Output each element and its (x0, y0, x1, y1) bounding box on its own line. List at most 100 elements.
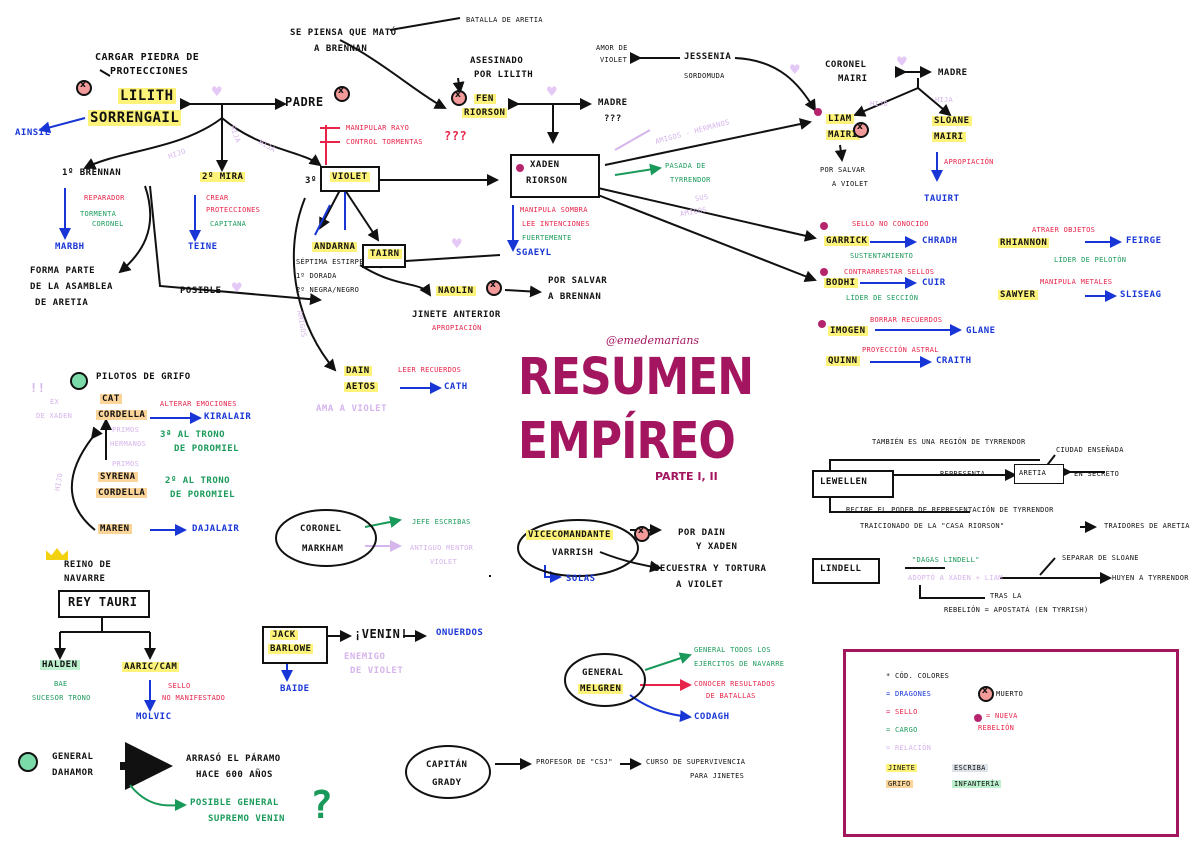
cargo-label: DE POROMIEL (174, 444, 240, 454)
seal-label: CONOCER RESULTADOS (694, 680, 776, 688)
skull-icon (486, 280, 502, 296)
node-tairn-box: TAIRN (362, 244, 406, 268)
legend-jinete: JINETE (886, 764, 918, 773)
node-maren: MAREN (98, 524, 132, 535)
node-venin: ¡VENIN! (354, 627, 409, 641)
rebellion-dot (814, 108, 822, 116)
skull-icon (76, 80, 92, 96)
node-halden: HALDEN (40, 660, 80, 671)
cargo-label: SUPREMO VENIN (208, 814, 285, 824)
node-text: ARRASÓ EL PÁRAMO (186, 754, 281, 764)
legend-escriba: ESCRIBA (952, 764, 988, 773)
node-text: A BRENNAN (314, 44, 368, 54)
seal-label: CONTRARRESTAR SELLOS (844, 268, 935, 276)
legend-dragones: = DRAGONES (886, 690, 932, 698)
node-padre: PADRE (285, 95, 324, 109)
node-text: HACE 600 AÑOS (196, 770, 273, 780)
legend-nueva: = NUEVA (986, 712, 1018, 720)
cargo-label: "DAGAS LINDELL" (912, 556, 980, 564)
node-text: POR SALVAR (820, 166, 866, 174)
seal-label: MANIPULA METALES (1040, 278, 1113, 286)
node-sloane: SLOANE (932, 116, 972, 127)
relation-label: ANTIGUO MENTOR (410, 544, 474, 552)
node-lilith: LILITH (118, 88, 176, 105)
node-text: TRAS LA (990, 592, 1022, 600)
node-text: Y XADEN (696, 542, 738, 552)
color-legend: * CÓD. COLORES = DRAGONES = SELLO = CARG… (843, 649, 1179, 837)
dragon-label: FEIRGE (1126, 236, 1162, 246)
cargo-label: PASADA DE (665, 162, 706, 170)
node-text: REBELIÓN = APOSTATÁ (EN TYRRISH) (944, 606, 1089, 614)
cargo-label: 2º AL TRONO (165, 476, 231, 486)
heart-icon: ♥ (790, 60, 800, 79)
relation-label: DE XADEN (36, 412, 73, 420)
node-text: POSIBLE (180, 286, 222, 296)
legend-nueva-rebelion: REBELIÓN (978, 724, 1015, 732)
dragon-label: SLISEAG (1120, 290, 1162, 300)
node-sorrengail: SORRENGAIL (88, 110, 182, 127)
seal-label: PROYECCIÓN ASTRAL (862, 346, 939, 354)
relation-label: ENEMIGO (344, 652, 386, 662)
node-cat: CAT (100, 394, 122, 405)
seal-label: PROTECCIONES (206, 206, 261, 214)
node-text: POR SALVAR (548, 276, 608, 286)
node-text: CIUDAD ENSEÑADA (1056, 446, 1124, 454)
node-text: ??? (604, 114, 622, 124)
legend-muerto: MUERTO (996, 690, 1024, 698)
node-quinn: QUINN (826, 356, 860, 367)
seal-label: SELLO NO CONOCIDO (852, 220, 929, 228)
dragon-label: CODAGH (694, 712, 730, 722)
dragon-label: TEINE (188, 242, 218, 252)
seal-label: APROPIACIÓN (432, 324, 482, 332)
page-title-line1: RESUMEN (518, 348, 754, 407)
cargo-label: DE POROMIEL (170, 490, 236, 500)
section-title: NAVARRE (64, 574, 106, 584)
node-text: CURSO DE SUPERVIVENCIA (646, 758, 746, 766)
node-fen: FEN (474, 94, 496, 105)
node-text: A VIOLET (676, 580, 724, 590)
node-text: TRAICIONADO DE LA "CASA RIORSON" (860, 522, 1005, 530)
node-naolin: NAOLIN (436, 286, 476, 297)
skull-icon (853, 122, 869, 138)
skull-icon (451, 90, 467, 106)
cargo-label: CAPITANA (210, 220, 247, 228)
cargo-label: FUERTEMENTE (522, 234, 572, 242)
relation-label: AMA A VIOLET (316, 404, 388, 414)
question-marks: ??? (444, 129, 468, 143)
legend-cargo: = CARGO (886, 726, 918, 734)
relation-label: EX (50, 398, 60, 406)
dragon-label: CATH (444, 382, 468, 392)
node-text: ASESINADO (470, 56, 524, 66)
relation-label: PRIMOS (112, 460, 140, 468)
node-tairn: TAIRN (368, 249, 402, 260)
node-imogen: IMOGEN (828, 326, 868, 337)
node-xaden-riorson: RIORSON (526, 176, 568, 186)
node-aretia-box: ARETIA (1014, 464, 1064, 484)
rebellion-dot (820, 222, 828, 230)
node-fen-riorson: RIORSON (462, 108, 508, 119)
node-text: RECIBE EL PODER DE REPRESENTACIÓN DE TYR… (846, 506, 1054, 514)
section-title: REINO DE (64, 560, 112, 570)
legend-relacion: = RELACIÓN (886, 744, 932, 752)
node-text: FORMA PARTE (30, 266, 96, 276)
node-rey-box: REY TAURI (58, 590, 150, 618)
node-mira: 2º MIRA (200, 172, 246, 183)
node-text: MADRE (598, 98, 628, 108)
node-jack-box: JACK BARLOWE (262, 626, 328, 664)
skull-icon (634, 526, 650, 542)
cargo-label: JEFE ESCRIBAS (412, 518, 471, 526)
node-text: REPRESENTA (940, 470, 986, 478)
node-lindell-box: LINDELL (812, 558, 880, 584)
node-text: 2º NEGRA/NEGRO (296, 286, 360, 294)
node-text: SORDOMUDA (684, 72, 725, 80)
dragon-label: SGAEYL (516, 248, 552, 258)
node-varrish-name: VARRISH (552, 548, 594, 558)
node-syrena: SYRENA (98, 472, 138, 483)
node-text: DE LA ASAMBLEA (30, 282, 113, 292)
node-rhiannon: RHIANNON (998, 238, 1050, 249)
rebellion-dot (818, 320, 826, 328)
exclamation-icon: !! (30, 381, 46, 395)
dragon-label: TAUIRT (924, 194, 960, 204)
node-text: TRAIDORES DE ARETIA (1104, 522, 1190, 530)
seal-label: ATRAER OBJETOS (1032, 226, 1096, 234)
